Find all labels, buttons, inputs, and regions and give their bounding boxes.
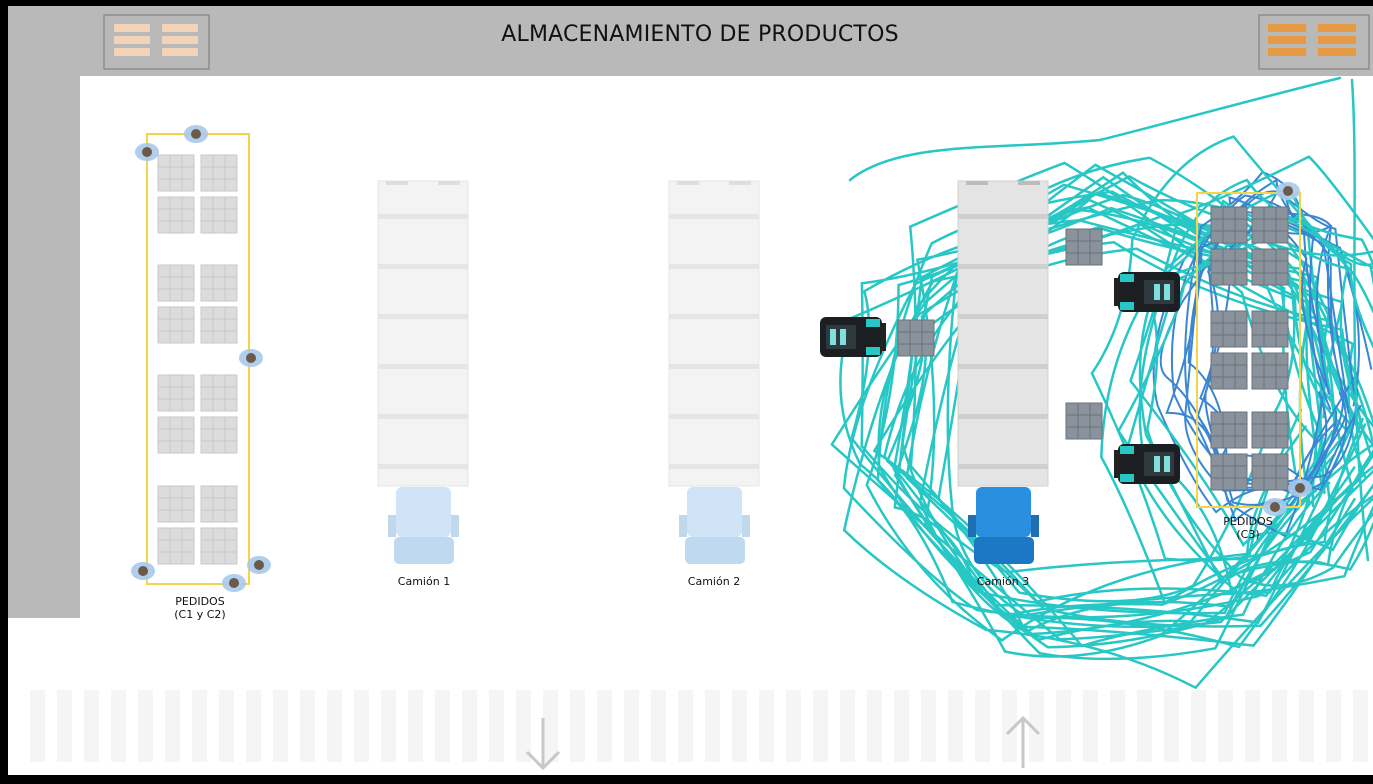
crosswalk bbox=[30, 690, 1368, 762]
operator-icon bbox=[131, 562, 155, 580]
truck-1 bbox=[377, 180, 469, 564]
arrow-down-icon bbox=[525, 718, 561, 771]
arrow-up-icon bbox=[1005, 715, 1041, 768]
truck-icon bbox=[388, 487, 459, 564]
truck-2 bbox=[668, 180, 760, 564]
zone-title: PEDIDOS bbox=[175, 595, 225, 608]
forklift-icon bbox=[820, 317, 935, 357]
order-zone-c1c2 bbox=[131, 125, 271, 592]
frame-top bbox=[0, 0, 1373, 6]
page-title: ALMACENAMIENTO DE PRODUCTOS bbox=[501, 22, 899, 47]
operator-icon bbox=[239, 349, 263, 367]
zone-subtitle: (C1 y C2) bbox=[174, 608, 226, 621]
truck-icon bbox=[679, 487, 750, 564]
operator-icon bbox=[1276, 182, 1300, 200]
zone-subtitle: (C3) bbox=[1236, 528, 1260, 541]
order-zone-c3 bbox=[1196, 182, 1312, 516]
operator-icon bbox=[222, 574, 246, 592]
operator-icon bbox=[1263, 498, 1287, 516]
truck-3 bbox=[957, 180, 1049, 564]
header-bar bbox=[8, 6, 1373, 76]
operator-icon bbox=[1288, 479, 1312, 497]
truck-label-1: Camión 1 bbox=[397, 575, 451, 588]
truck-icon bbox=[968, 487, 1039, 564]
zone-label-c1c2: PEDIDOS (C1 y C2) bbox=[150, 595, 250, 621]
truck-label-2: Camión 2 bbox=[687, 575, 741, 588]
truck-label-3: Camión 3 bbox=[976, 575, 1030, 588]
frame-bottom bbox=[0, 775, 1373, 779]
pallet-icon-left bbox=[103, 14, 210, 70]
operator-icon bbox=[135, 143, 159, 161]
operator-icon bbox=[247, 556, 271, 574]
pallet-icon-right bbox=[1258, 14, 1370, 70]
operator-icon bbox=[184, 125, 208, 143]
zone-title: PEDIDOS bbox=[1223, 515, 1273, 528]
left-wall bbox=[8, 76, 80, 618]
frame-left bbox=[0, 0, 8, 779]
zone-label-c3: PEDIDOS (C3) bbox=[1198, 515, 1298, 541]
